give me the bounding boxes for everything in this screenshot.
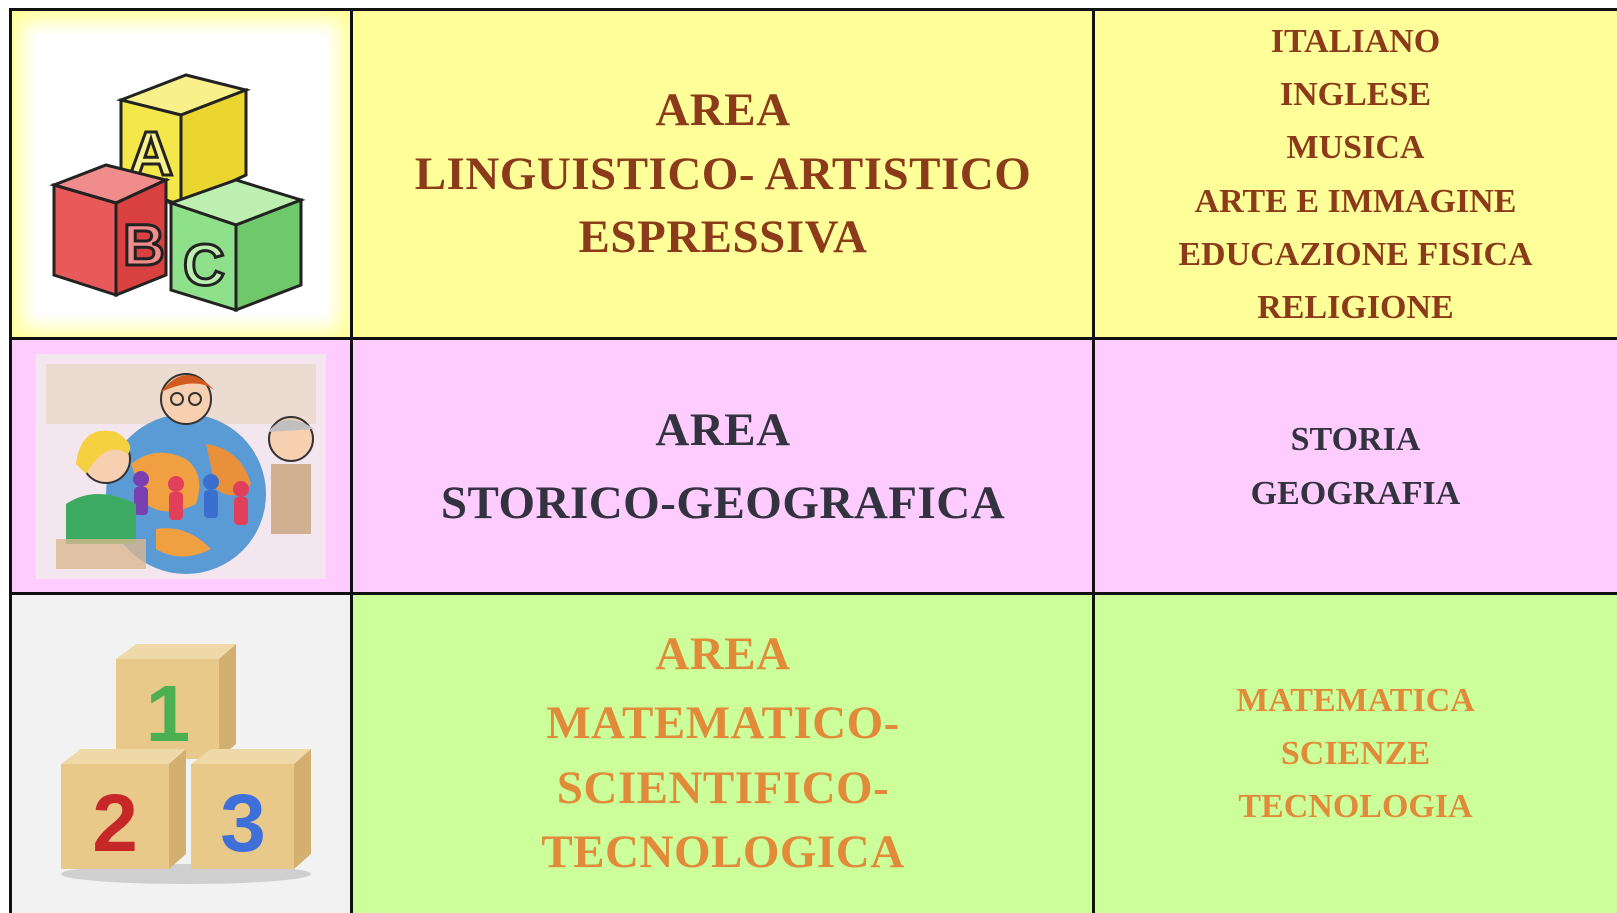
area-title-line: AREA <box>655 403 791 456</box>
subject-item: SCIENZE <box>1280 734 1431 772</box>
subject-item: ITALIANO <box>1270 23 1441 61</box>
svg-text:2: 2 <box>92 778 138 869</box>
area-title-line: SCIENTIFICO- <box>556 761 890 814</box>
subject-item: MATEMATICA <box>1236 681 1475 719</box>
area-title-line: AREA <box>655 84 791 137</box>
grid-line-col2 <box>1092 8 1095 913</box>
area-title-line: STORICO-GEOGRAFICA <box>440 476 1006 529</box>
row1-subject-list: ITALIANO INGLESE MUSICA ARTE E IMMAGINE … <box>1178 15 1532 333</box>
grid-line-row1 <box>10 337 1617 340</box>
area-title-line: MATEMATICO- <box>546 696 900 749</box>
subject-item: MUSICA <box>1286 129 1425 167</box>
row3-area-cell: AREA MATEMATICO- SCIENTIFICO- TECNOLOGIC… <box>352 594 1094 913</box>
area-title-line: AREA <box>655 627 791 680</box>
row3-area-title: AREA MATEMATICO- SCIENTIFICO- TECNOLOGIC… <box>541 622 904 885</box>
area-title-line: ESPRESSIVA <box>578 211 868 264</box>
row3-subject-list: MATEMATICA SCIENZE TECNOLOGIA <box>1236 674 1475 833</box>
subject-item: EDUCAZIONE FISICA <box>1178 235 1533 273</box>
row3-subjects-cell: MATEMATICA SCIENZE TECNOLOGIA <box>1094 594 1617 913</box>
row1-area-title: AREA LINGUISTICO- ARTISTICO ESPRESSIVA <box>415 79 1032 269</box>
grid-line-left <box>9 8 12 913</box>
row1-image-cell: A B C <box>10 10 352 339</box>
row1-subjects-cell: ITALIANO INGLESE MUSICA ARTE E IMMAGINE … <box>1094 10 1617 339</box>
row2-image-cell <box>10 339 352 594</box>
row2-subjects-cell: STORIA GEOGRAFIA <box>1094 339 1617 594</box>
abc-blocks-icon: A B C <box>36 34 326 315</box>
subject-item: ARTE E IMMAGINE <box>1194 182 1517 220</box>
grid-line-top <box>10 8 1617 11</box>
svg-text:C: C <box>183 233 225 298</box>
subject-item: INGLESE <box>1279 76 1432 114</box>
123-blocks-icon: 1 2 3 <box>41 619 321 889</box>
svg-text:3: 3 <box>220 778 266 869</box>
grid-line-col1 <box>350 8 353 913</box>
grid-line-row2 <box>10 592 1617 595</box>
subject-item: GEOGRAFIA <box>1250 474 1461 512</box>
svg-text:B: B <box>123 213 165 278</box>
row2-area-cell: AREA STORICO-GEOGRAFICA <box>352 339 1094 594</box>
area-title-line: LINGUISTICO- ARTISTICO <box>414 147 1032 200</box>
row2-area-title: AREA STORICO-GEOGRAFICA <box>441 394 1005 540</box>
row1-area-cell: AREA LINGUISTICO- ARTISTICO ESPRESSIVA <box>352 10 1094 339</box>
area-title-line: TECNOLOGICA <box>541 826 905 879</box>
subject-item: RELIGIONE <box>1257 288 1454 326</box>
row2-subject-list: STORIA GEOGRAFIA <box>1251 413 1461 519</box>
svg-text:1: 1 <box>146 669 191 758</box>
subject-item: TECNOLOGIA <box>1238 788 1473 826</box>
children-globe-icon <box>36 354 326 579</box>
subject-item: STORIA <box>1290 421 1421 459</box>
row3-image-cell: 1 2 3 <box>10 594 352 913</box>
